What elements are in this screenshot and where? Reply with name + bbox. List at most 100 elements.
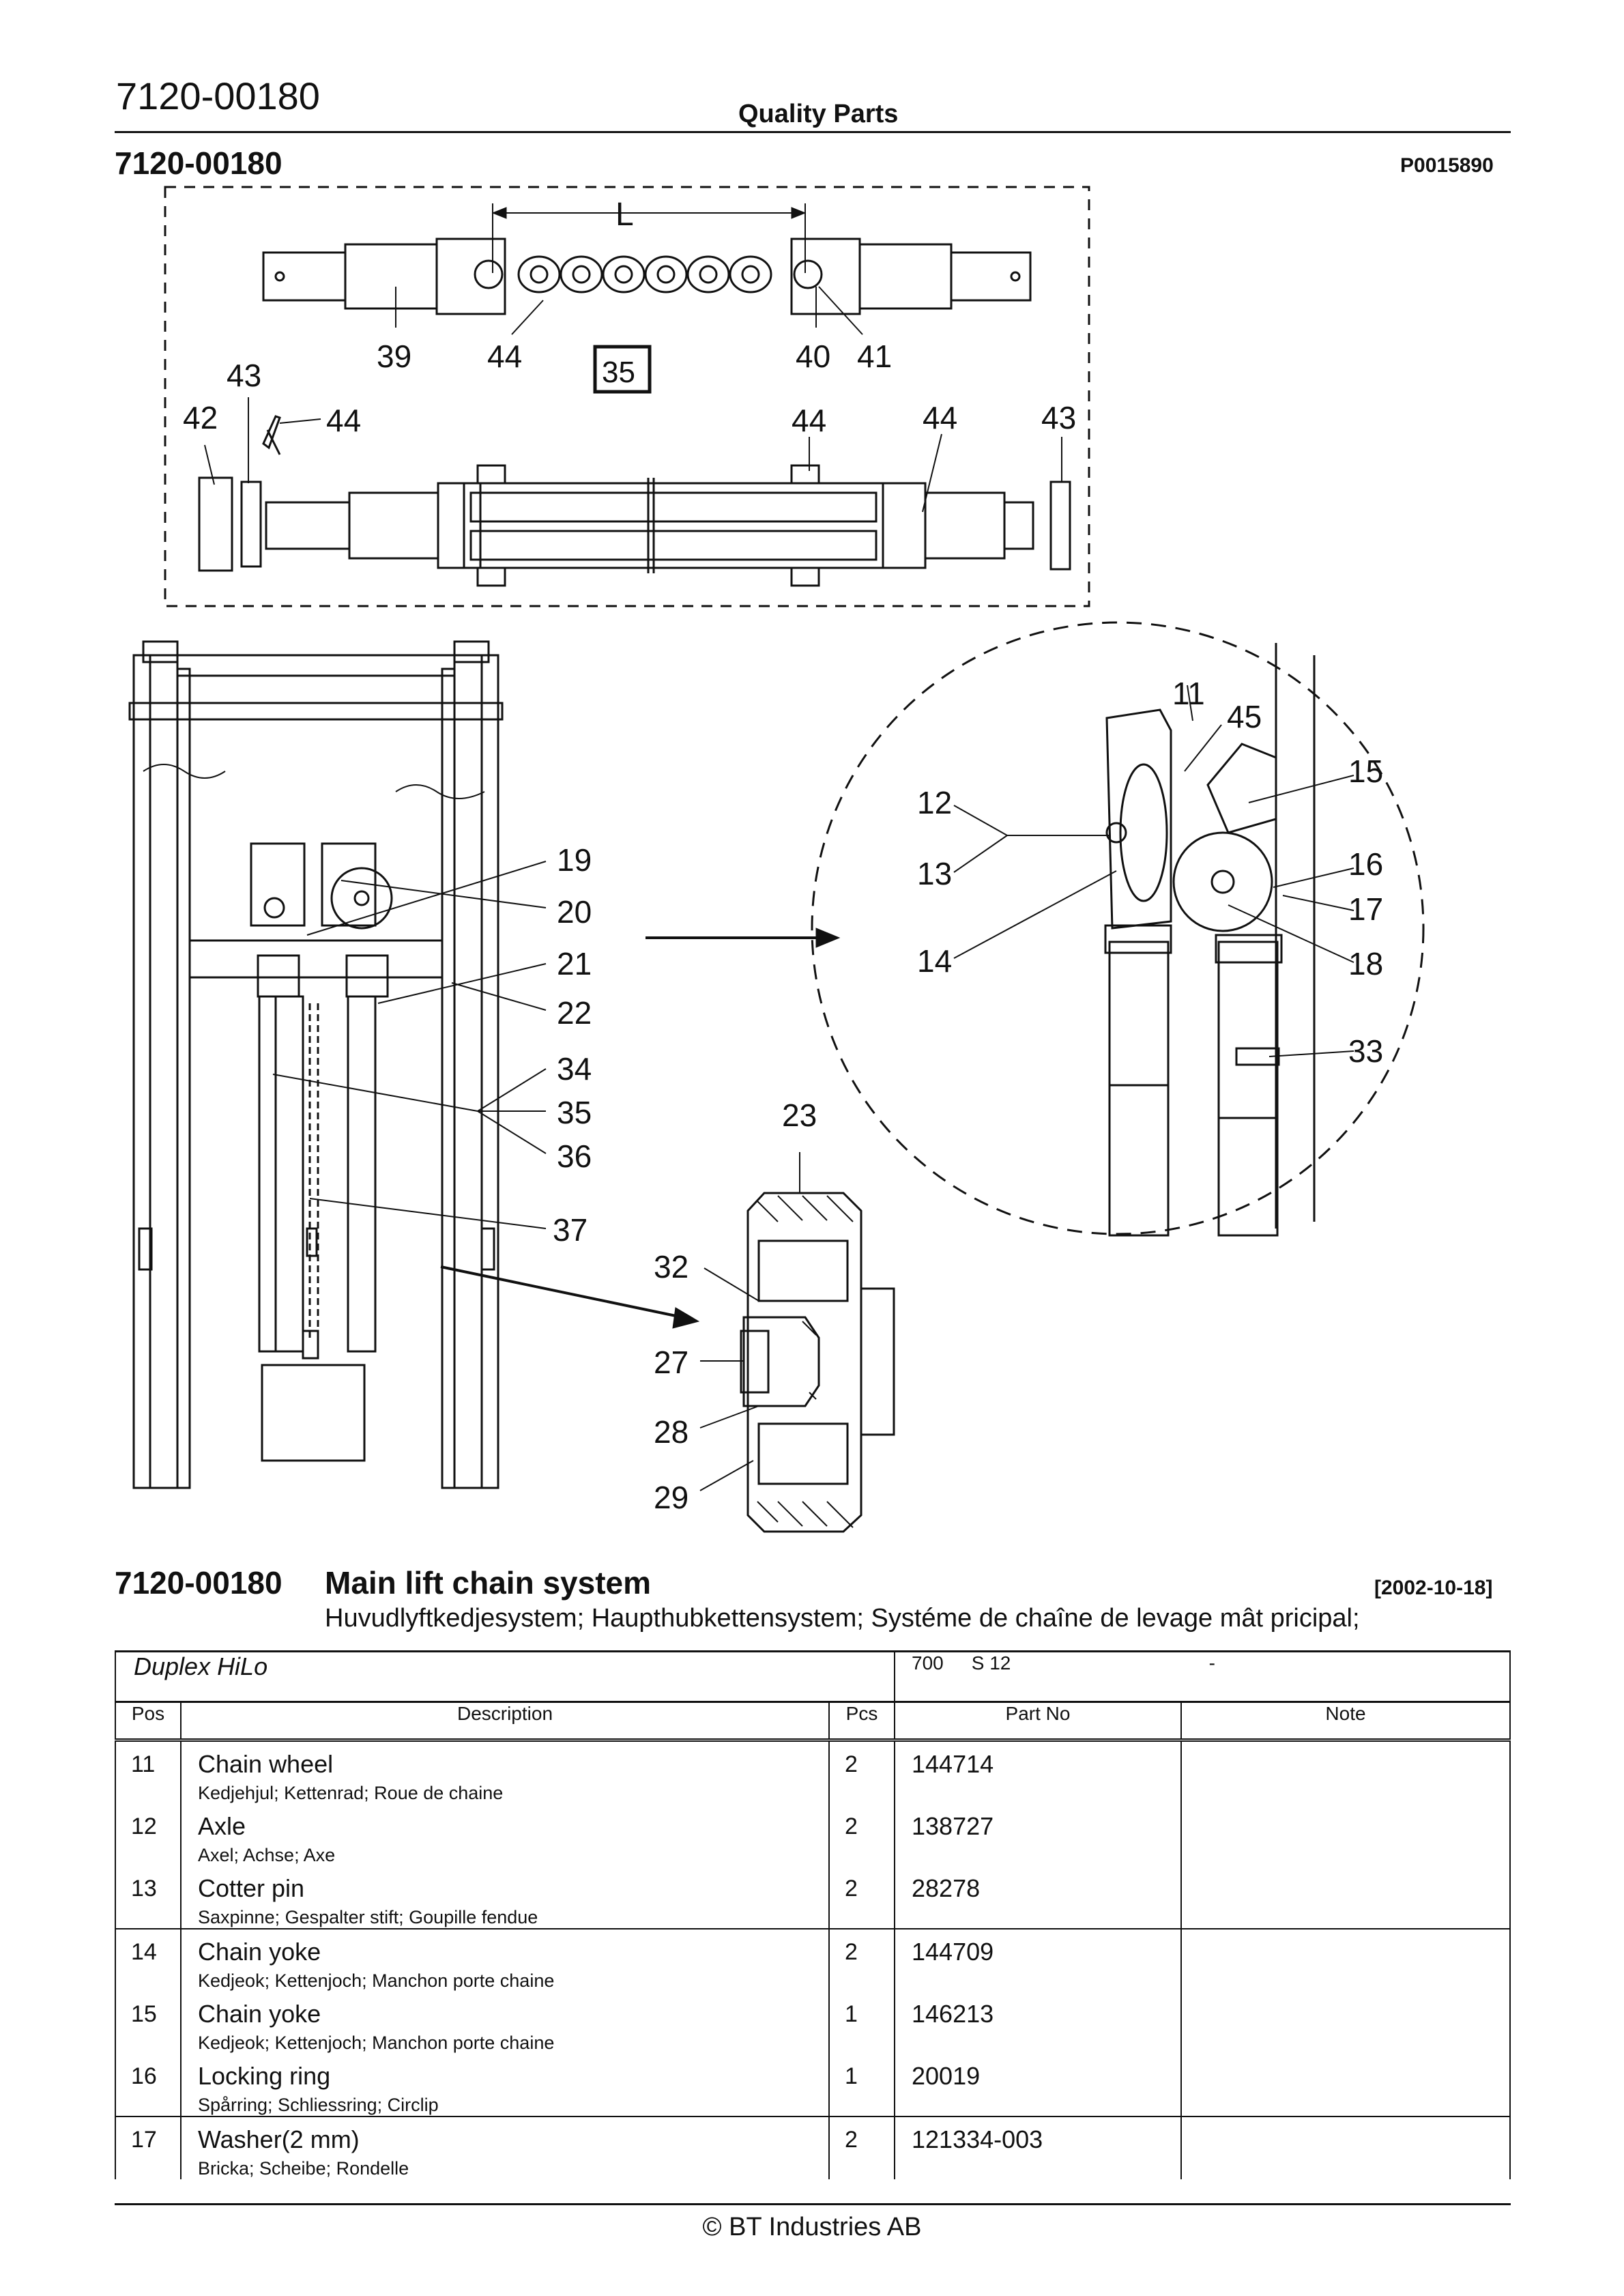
callout-17: 17	[1348, 891, 1383, 927]
row-description: Chain wheel Kedjehjul; Kettenrad; Roue d…	[180, 1740, 830, 1804]
callout-11: 11	[1172, 676, 1205, 711]
row-note	[1180, 2116, 1511, 2179]
section-translations: Huvudlyftkedjesystem; Haupthubkettensyst…	[325, 1604, 1360, 1633]
callout-33: 35	[557, 1095, 592, 1130]
model-row: Duplex HiLo 700 S 12 -	[115, 1650, 1511, 1703]
table-row: 17 Washer(2 mm) Bricka; Scheibe; Rondell…	[115, 2116, 1511, 2179]
callout-45: 45	[1227, 699, 1262, 734]
row-pcs: 2	[828, 1929, 895, 1992]
callout-42: 44	[792, 403, 826, 438]
row-note	[1180, 1804, 1511, 1866]
row-pos: 12	[115, 1804, 182, 1866]
callout-19: 19	[557, 842, 592, 878]
callout-38: 41	[857, 339, 892, 374]
row-description: Locking ring Spårring; Schliessring; Cir…	[180, 2054, 830, 2117]
table-row: 11 Chain wheel Kedjehjul; Kettenrad; Rou…	[115, 1740, 1511, 1804]
sheave-detail-view	[1104, 643, 1316, 1237]
parts-table: Duplex HiLo 700 S 12 - Pos Description P…	[115, 1650, 1511, 2179]
row-note	[1180, 1740, 1511, 1804]
callout-44: 44	[487, 339, 522, 374]
callout-29: 29	[654, 1480, 688, 1515]
row-description: Chain yoke Kedjeok; Kettenjoch; Manchon …	[180, 1992, 830, 2054]
row-description: Axle Axel; Achse; Axe	[180, 1804, 830, 1866]
callout-39: 42	[183, 400, 218, 435]
chain-top-view	[262, 238, 1032, 315]
header-pcs: Pcs	[828, 1702, 895, 1742]
callout-22: 22	[557, 995, 592, 1031]
chain-side-view	[198, 415, 1071, 587]
header-note: Note	[1180, 1702, 1511, 1742]
header-part-no: Part No	[894, 1702, 1182, 1742]
callout-14: 14	[917, 943, 952, 979]
row-desc-translations: Bricka; Scheibe; Rondelle	[198, 2158, 409, 2179]
callout-21: 21	[557, 946, 592, 981]
callout-12: 12	[917, 785, 952, 820]
callout-40: 43	[227, 358, 261, 393]
document-code: 7120-00180	[116, 74, 320, 117]
callout-13: 13	[917, 856, 952, 891]
row-part-no: 144714	[894, 1740, 1182, 1804]
section-date: [2002-10-18]	[1374, 1577, 1493, 1599]
row-desc-en: Locking ring	[198, 2062, 331, 2090]
brand-label: Quality Parts	[738, 100, 899, 128]
row-desc-en: Chain yoke	[198, 1938, 321, 1966]
boxed-callout-frame	[593, 345, 652, 394]
callout-31: 33	[1348, 1033, 1383, 1069]
footer-divider	[115, 2203, 1511, 2205]
row-pcs: 2	[828, 2116, 895, 2179]
row-description: Cotter pin Saxpinne; Gespalter stift; Go…	[180, 1866, 830, 1929]
row-pcs: 2	[828, 1804, 895, 1866]
chain-wheel-section	[740, 1192, 895, 1533]
row-pos: 14	[115, 1929, 182, 1992]
callout-32: 34	[557, 1051, 592, 1087]
row-desc-translations: Axel; Achse; Axe	[198, 1845, 336, 1865]
row-desc-translations: Kedjehjul; Kettenrad; Roue de chaine	[198, 1783, 504, 1803]
callout-23: 23	[782, 1097, 817, 1133]
model-info-a: 700	[912, 1652, 944, 1674]
row-desc-en: Chain yoke	[198, 2000, 321, 2028]
row-note	[1180, 1866, 1511, 1929]
callout-15: 15	[1348, 754, 1383, 789]
header-divider	[115, 131, 1511, 133]
callout-36: 39	[377, 339, 411, 374]
callout-34: 36	[557, 1138, 592, 1174]
row-pos: 15	[115, 1992, 182, 2054]
section-code: 7120-00180	[115, 1565, 282, 1601]
callout-40b: 43	[1041, 400, 1076, 435]
mast-frame-view	[128, 640, 504, 1489]
callout-37: 40	[796, 339, 830, 374]
model-name: Duplex HiLo	[115, 1650, 895, 1703]
row-note	[1180, 1929, 1511, 1992]
callout-16: 16	[1348, 846, 1383, 882]
row-note	[1180, 2054, 1511, 2117]
table-header-row: Pos Description Pcs Part No Note	[115, 1702, 1511, 1742]
row-pos: 11	[115, 1740, 182, 1804]
copyright: © BT Industries AB	[702, 2213, 922, 2241]
row-desc-en: Cotter pin	[198, 1874, 305, 1902]
header-description: Description	[180, 1702, 830, 1742]
row-desc-translations: Kedjeok; Kettenjoch; Manchon porte chain…	[198, 1970, 555, 1991]
callout-43: 44	[923, 400, 957, 435]
callout-41: 44	[326, 403, 361, 438]
table-row: 15 Chain yoke Kedjeok; Kettenjoch; Manch…	[115, 1992, 1511, 2054]
row-desc-en: Washer(2 mm)	[198, 2125, 360, 2153]
sheave-detail-circle	[811, 621, 1425, 1235]
row-part-no: 138727	[894, 1804, 1182, 1866]
row-part-no: 121334-003	[894, 2116, 1182, 2179]
row-note	[1180, 1992, 1511, 2054]
row-desc-en: Chain wheel	[198, 1750, 334, 1778]
boxed-callout-35: 35	[602, 356, 635, 389]
callout-35: 37	[553, 1212, 588, 1248]
row-desc-translations: Spårring; Schliessring; Circlip	[198, 2095, 439, 2115]
row-desc-translations: Saxpinne; Gespalter stift; Goupille fend…	[198, 1907, 538, 1927]
model-info: 700 S 12 -	[894, 1650, 1511, 1703]
table-row: 13 Cotter pin Saxpinne; Gespalter stift;…	[115, 1866, 1511, 1929]
drawing-code: 7120-00180	[115, 145, 282, 181]
section-title: Main lift chain system	[325, 1565, 652, 1601]
model-info-c: -	[1208, 1652, 1215, 1674]
table-row: 12 Axle Axel; Achse; Axe 2 138727	[115, 1804, 1511, 1866]
row-part-no: 28278	[894, 1866, 1182, 1929]
row-desc-translations: Kedjeok; Kettenjoch; Manchon porte chain…	[198, 2033, 555, 2053]
table-row: 14 Chain yoke Kedjeok; Kettenjoch; Manch…	[115, 1929, 1511, 1992]
callout-30: 32	[654, 1249, 688, 1285]
